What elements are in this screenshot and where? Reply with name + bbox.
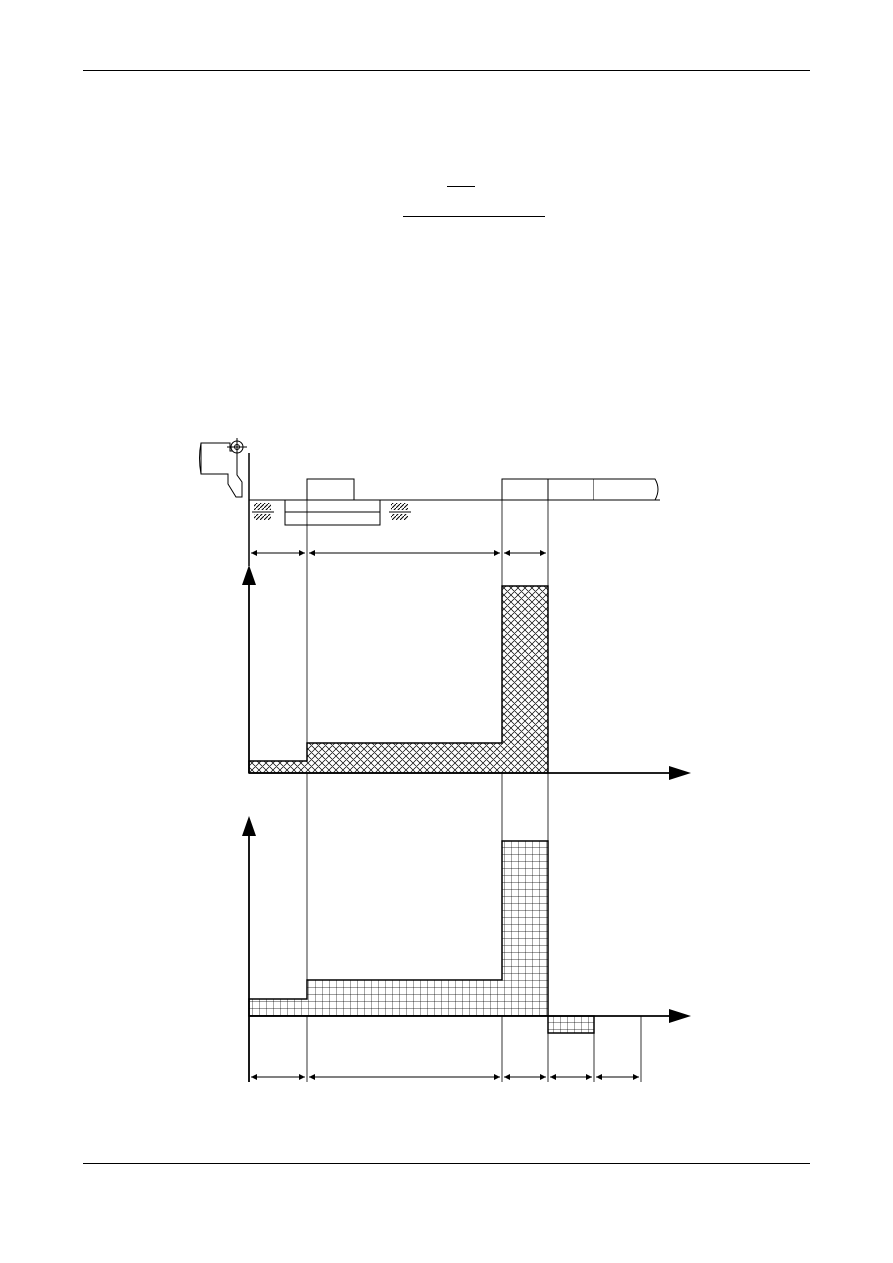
lower-y-axis-arrow-icon <box>242 816 256 836</box>
formula-fraction-bar-small <box>447 186 475 187</box>
upper-y-axis-arrow-icon <box>242 565 256 585</box>
footer-rule <box>83 1163 810 1164</box>
lower-plot-area-positive <box>248 840 549 1017</box>
shaft-scheme <box>199 438 660 566</box>
lower-plot <box>242 816 691 1082</box>
header-rule <box>83 70 810 71</box>
upper-plot <box>242 565 691 780</box>
upper-x-axis-arrow-icon <box>669 766 691 780</box>
lower-plot-area-negative <box>547 1015 595 1034</box>
bearing-hatch-icon <box>252 503 411 520</box>
lower-x-axis-arrow-icon <box>669 1009 691 1023</box>
formula-fraction-bar-large <box>403 216 545 217</box>
motor-housing-icon <box>199 438 247 498</box>
upper-plot-area <box>248 585 549 774</box>
